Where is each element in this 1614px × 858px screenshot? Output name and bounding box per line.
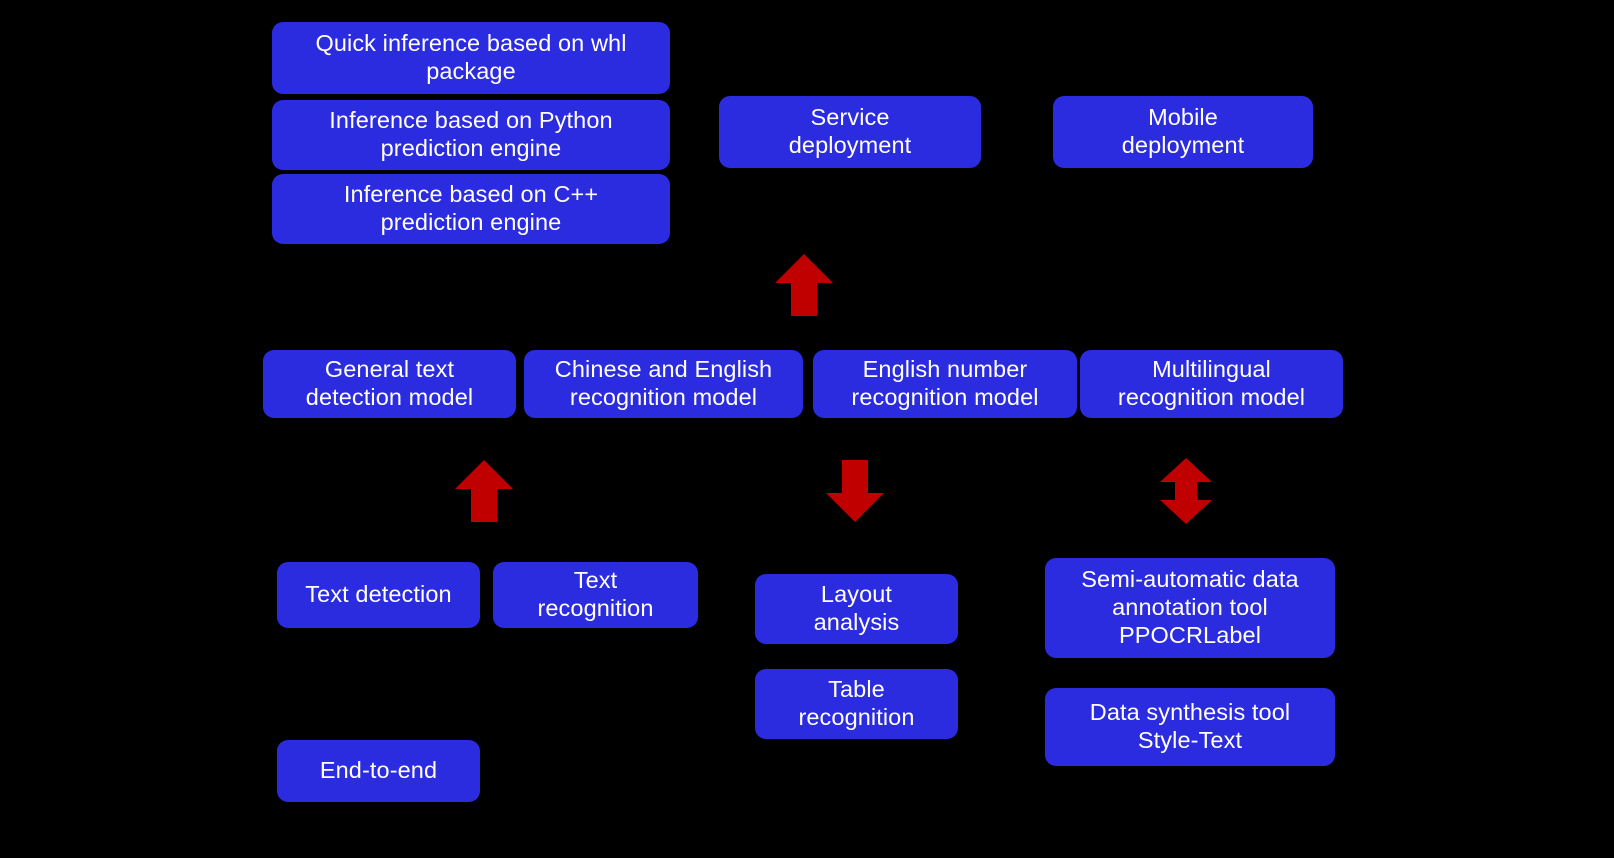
- arrow-models-to-layout-icon: [826, 460, 884, 522]
- node-text-detection[interactable]: Text detection: [277, 562, 480, 628]
- node-table-recognition[interactable]: Table recognition: [755, 669, 958, 739]
- node-text-recognition[interactable]: Text recognition: [493, 562, 698, 628]
- node-inference-python[interactable]: Inference based on Python prediction eng…: [272, 100, 670, 170]
- node-mobile-deployment[interactable]: Mobile deployment: [1053, 96, 1313, 168]
- node-english-number-recognition-model[interactable]: English number recognition model: [813, 350, 1077, 418]
- node-end-to-end[interactable]: End-to-end: [277, 740, 480, 802]
- node-multilingual-recognition-model[interactable]: Multilingual recognition model: [1080, 350, 1343, 418]
- node-general-text-detection-model[interactable]: General text detection model: [263, 350, 516, 418]
- arrow-models-to-deployment-icon: [775, 254, 833, 316]
- node-quick-inference-whl[interactable]: Quick inference based on whl package: [272, 22, 670, 94]
- arrow-models-to-tools-icon: [1160, 458, 1212, 524]
- node-data-synthesis-tool[interactable]: Data synthesis tool Style-Text: [1045, 688, 1335, 766]
- arrow-text-tasks-to-models-icon: [455, 460, 513, 522]
- node-semi-automatic-annotation-tool[interactable]: Semi-automatic data annotation tool PPOC…: [1045, 558, 1335, 658]
- node-inference-cpp[interactable]: Inference based on C++ prediction engine: [272, 174, 670, 244]
- node-chinese-english-recognition-model[interactable]: Chinese and English recognition model: [524, 350, 803, 418]
- node-service-deployment[interactable]: Service deployment: [719, 96, 981, 168]
- node-layout-analysis[interactable]: Layout analysis: [755, 574, 958, 644]
